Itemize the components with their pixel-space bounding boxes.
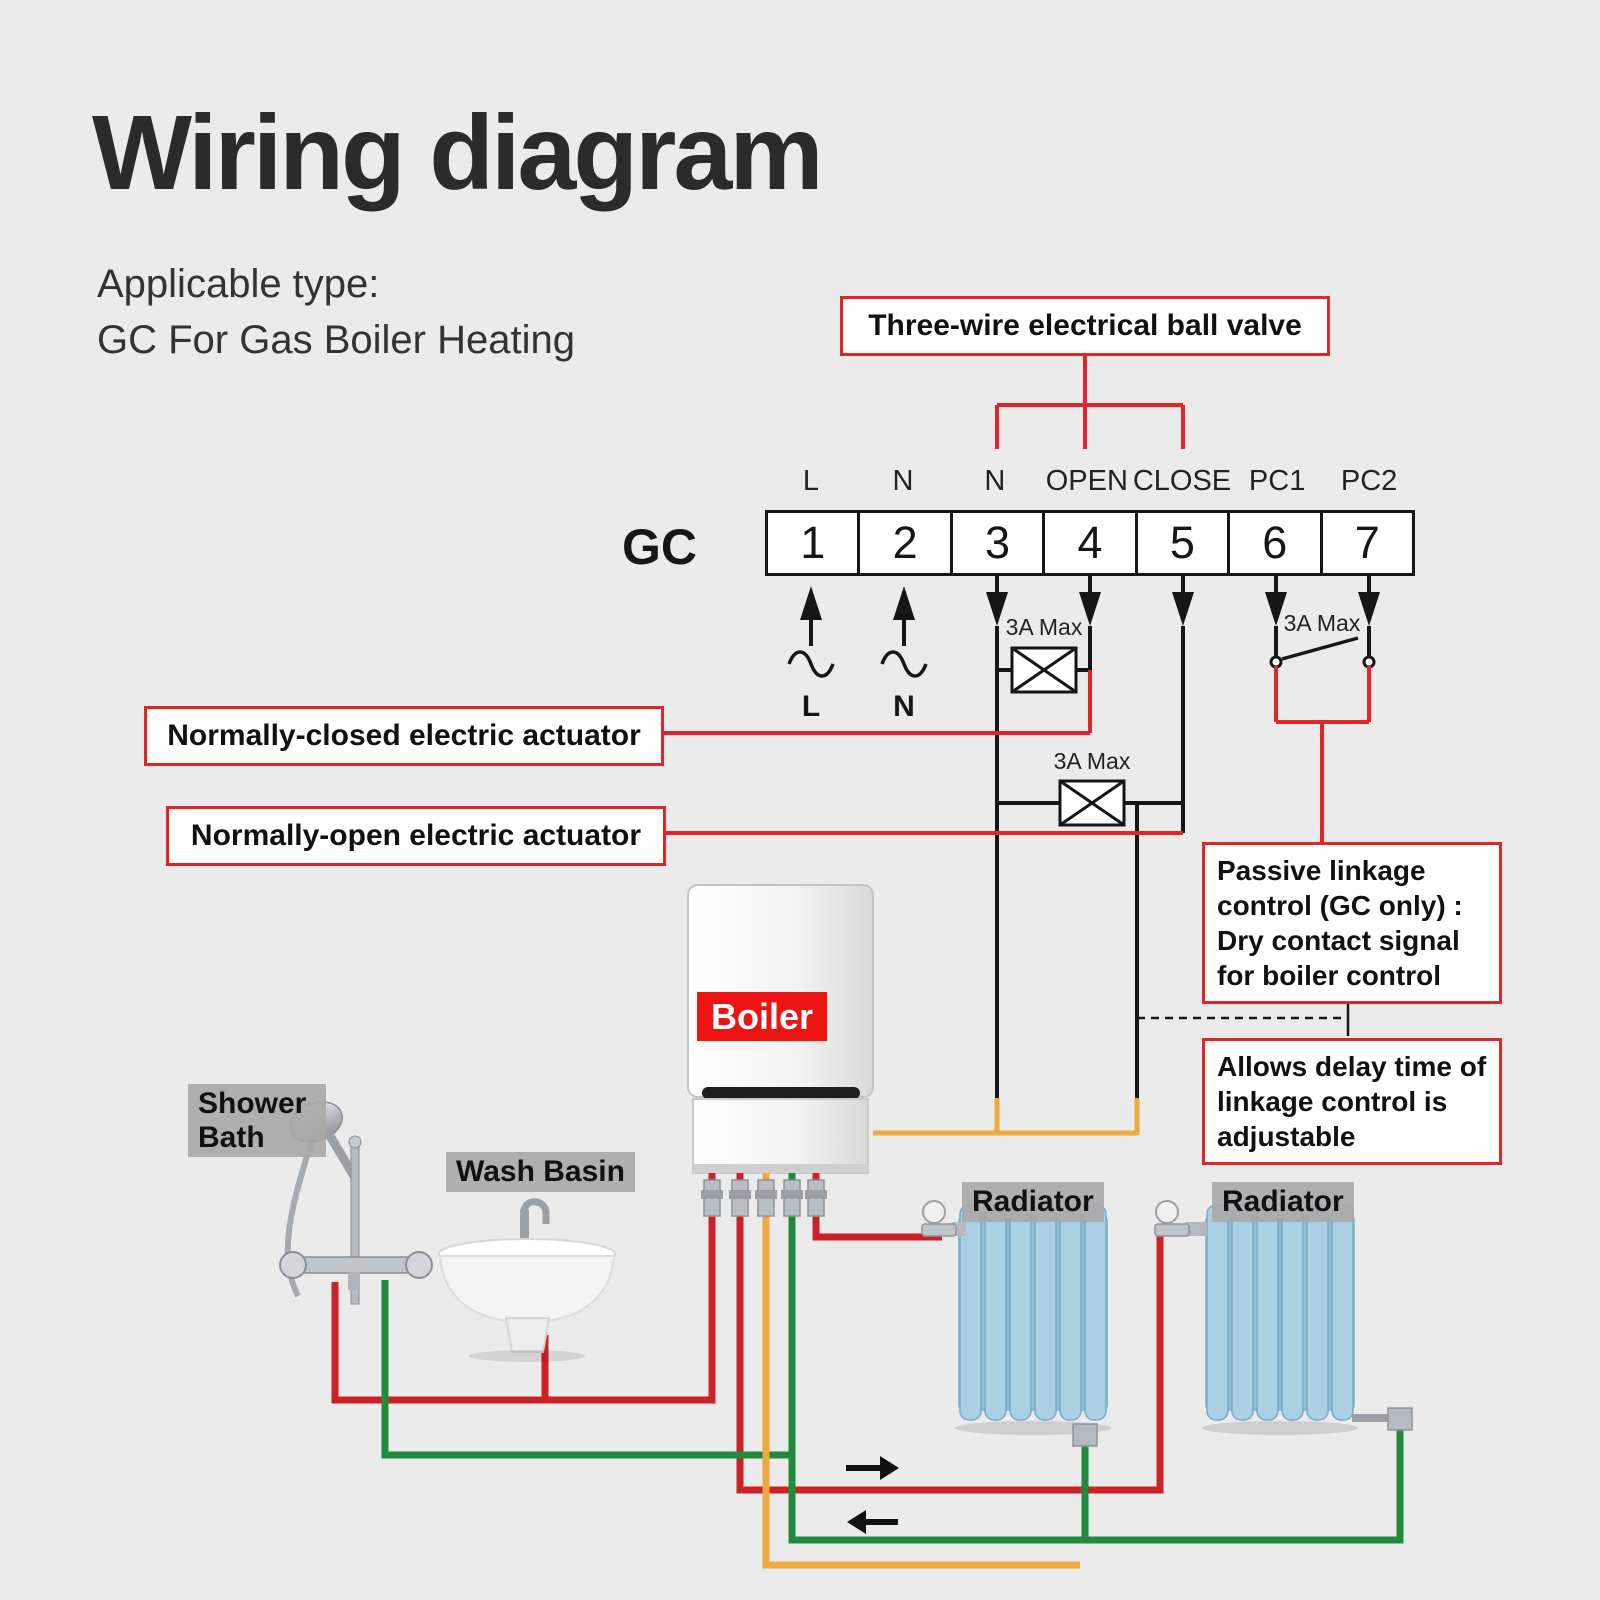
- ac-neutral-label: N: [893, 690, 915, 723]
- pin-label-pc2: PC2: [1340, 465, 1398, 497]
- boiler-graphic: [687, 884, 874, 1174]
- radiator-label-2: Radiator: [1212, 1182, 1354, 1222]
- terminal-block: 1 2 3 4 5 6 7: [765, 510, 1415, 576]
- radiator-graphic: [955, 1204, 1111, 1435]
- terminal-6: 6: [1227, 513, 1319, 573]
- radiator-valve-icon: [921, 1200, 966, 1237]
- page-title: Wiring diagram: [92, 94, 824, 212]
- shower-bath-label: Shower Bath: [188, 1084, 326, 1158]
- callout-leaders: [662, 351, 1371, 842]
- wash-basin-label: Wash Basin: [446, 1152, 635, 1192]
- subtitle-line-2: GC For Gas Boiler Heating: [97, 318, 575, 362]
- wash-basin-graphic: [438, 1198, 616, 1362]
- radiator-return-elbow-icon: [1072, 1407, 1413, 1447]
- terminal-3: 3: [949, 513, 1042, 573]
- pin-label-l: L: [802, 465, 820, 497]
- callout-ball-valve: Three-wire electrical ball valve: [840, 296, 1330, 356]
- fuse-icon: [1058, 779, 1126, 827]
- radiator-label-1: Radiator: [962, 1182, 1104, 1222]
- ac-line-label: L: [801, 690, 821, 723]
- terminal-2: 2: [857, 513, 949, 573]
- terminal-pin-labels: L N N OPEN CLOSE PC1 PC2: [765, 458, 1415, 498]
- fuse-icon: [1010, 646, 1078, 694]
- callout-delay-note: Allows delay time of linkage control is …: [1202, 1038, 1502, 1165]
- wire-arrowheads: [800, 586, 1380, 626]
- flow-arrow-right-icon: [846, 1456, 899, 1480]
- schematic-wires: [787, 576, 1371, 1098]
- dry-contact-switch-icon: [1269, 636, 1376, 669]
- switch-rating: 3A Max: [1283, 610, 1361, 636]
- pin-label-n2: N: [984, 465, 1006, 497]
- callout-nc-actuator: Normally-closed electric actuator: [144, 706, 664, 766]
- callout-passive-linkage: Passive linkage control (GC only) : Dry …: [1202, 842, 1502, 1004]
- callout-no-actuator: Normally-open electric actuator: [166, 806, 666, 866]
- pin-label-n1: N: [892, 465, 914, 497]
- pin-label-close: CLOSE: [1132, 465, 1232, 497]
- terminal-5: 5: [1134, 513, 1227, 573]
- boiler-valve-fittings: [701, 1179, 827, 1217]
- pin-label-open: OPEN: [1045, 465, 1128, 497]
- radiator-graphic: [1202, 1204, 1358, 1435]
- fuse-rating-1: 3A Max: [1005, 614, 1083, 640]
- pin-label-pc1: PC1: [1248, 465, 1306, 497]
- terminal-7: 7: [1319, 513, 1412, 573]
- device-label-gc: GC: [622, 519, 697, 575]
- subtitle-line-1: Applicable type:: [97, 262, 380, 306]
- fuse-rating-2: 3A Max: [1053, 748, 1131, 774]
- boiler-control-wire: [873, 1098, 1140, 1136]
- radiator-valve-icon: [1154, 1200, 1207, 1237]
- terminal-1: 1: [800, 517, 826, 568]
- boiler-label: Boiler: [697, 992, 828, 1042]
- flow-arrow-left-icon: [847, 1510, 898, 1534]
- terminal-4: 4: [1042, 513, 1134, 573]
